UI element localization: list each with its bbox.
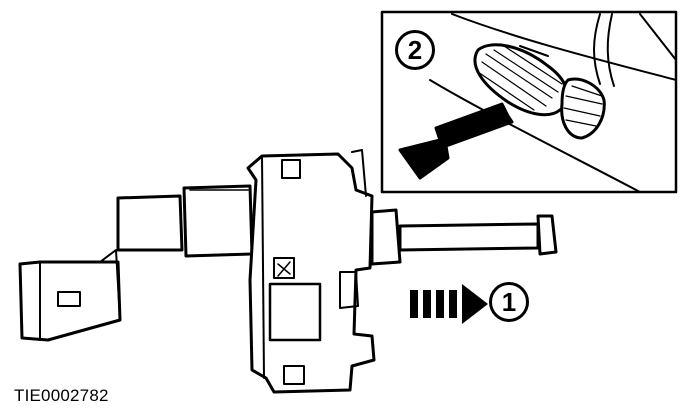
plunger-collar: [370, 208, 402, 266]
inset-detail: [380, 10, 678, 194]
trim-line: [639, 13, 677, 61]
plunger-tip: [536, 214, 558, 256]
callout-2: 2: [395, 30, 435, 70]
dashed-arrow-icon: [410, 284, 488, 324]
housing-window-top: [281, 159, 301, 179]
dash-panel-line: [451, 13, 677, 81]
reference-code: TIE0002782: [14, 386, 109, 405]
arrow-icon: [398, 102, 514, 180]
plunger-rod: [398, 222, 540, 252]
connector-plug: [18, 260, 122, 342]
switch-body: [18, 149, 558, 394]
callout-1: 1: [489, 282, 529, 322]
column-line: [593, 13, 615, 87]
housing-tab: [268, 282, 322, 342]
switch-housing: [246, 152, 376, 394]
housing-window-bottom: [283, 365, 305, 385]
clutch-pedal-icon: [473, 43, 569, 117]
housing-window-mid: [273, 257, 295, 279]
floor-line: [429, 79, 641, 193]
callout-1-label: 1: [501, 286, 517, 317]
brake-pedal-icon: [560, 77, 606, 140]
callout-2-label: 2: [407, 34, 423, 65]
